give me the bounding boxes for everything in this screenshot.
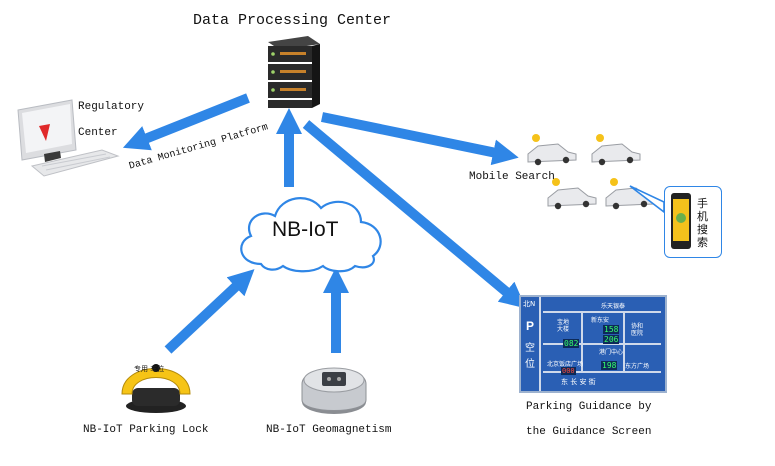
sign-n5: 000 [561, 367, 576, 375]
computer-icon [17, 99, 120, 177]
car-icons [527, 134, 655, 210]
phone-icon [671, 193, 691, 249]
sign-p: P [526, 319, 535, 333]
sign-center: 港门中心 [599, 349, 624, 356]
parking-lock-text: 专用 车位 [134, 365, 165, 373]
guidance-screen: 北N P 空 位 乐天银泰 宝地大楼 新东安 158 206 082 港门中心 … [519, 295, 667, 393]
sign-wei: 位 [525, 359, 535, 370]
sign-mid: 新东安 [591, 317, 610, 324]
mobile-search-label: Mobile Search [469, 171, 555, 183]
geomagnetism-label: NB-IoT Geomagnetism [266, 424, 392, 436]
sign-hosp: 协和医院 [631, 323, 644, 337]
phone-text: 手机搜索 [697, 197, 708, 249]
guidance-label-1: Parking Guidance by [526, 401, 652, 413]
sign-kong: 空 [525, 343, 535, 354]
regulatory-label-2: Center [78, 127, 118, 139]
car-icon [547, 178, 597, 210]
car-icon [527, 134, 577, 166]
sign-n3: 082 [563, 339, 580, 348]
parking-lock-label: NB-IoT Parking Lock [83, 424, 209, 436]
sign-north: 北N [523, 300, 536, 308]
geomagnetism-sensor-icon [301, 367, 367, 414]
sign-n1: 158 [603, 325, 620, 334]
arrow-lock-to-cloud [164, 269, 255, 354]
arrow-to-mobile [320, 112, 519, 166]
sign-top: 乐天银泰 [601, 303, 626, 310]
parking-lock-icon [121, 364, 191, 413]
sign-n2: 206 [603, 335, 620, 344]
sign-plaza1: 北京饭店广场 [547, 361, 584, 368]
sign-plaza2: 东方广场 [625, 363, 650, 370]
guidance-label-2: the Guidance Screen [526, 426, 652, 438]
server-icon [268, 36, 320, 108]
cloud-label: NB-IoT [272, 218, 339, 241]
sign-bottom: 东 长 安 街 [561, 378, 596, 386]
regulatory-label-1: Regulatory [78, 101, 145, 113]
sign-n4: 198 [601, 361, 618, 370]
phone-callout: 手机搜索 [664, 186, 722, 258]
diagram-title: Data Processing Center [193, 12, 392, 29]
arrow-to-regulatory [122, 93, 250, 151]
cloud-icon [240, 197, 382, 273]
car-icon [591, 134, 641, 166]
sign-tower: 宝地大楼 [557, 319, 570, 333]
arrow-to-guidance [302, 120, 526, 309]
